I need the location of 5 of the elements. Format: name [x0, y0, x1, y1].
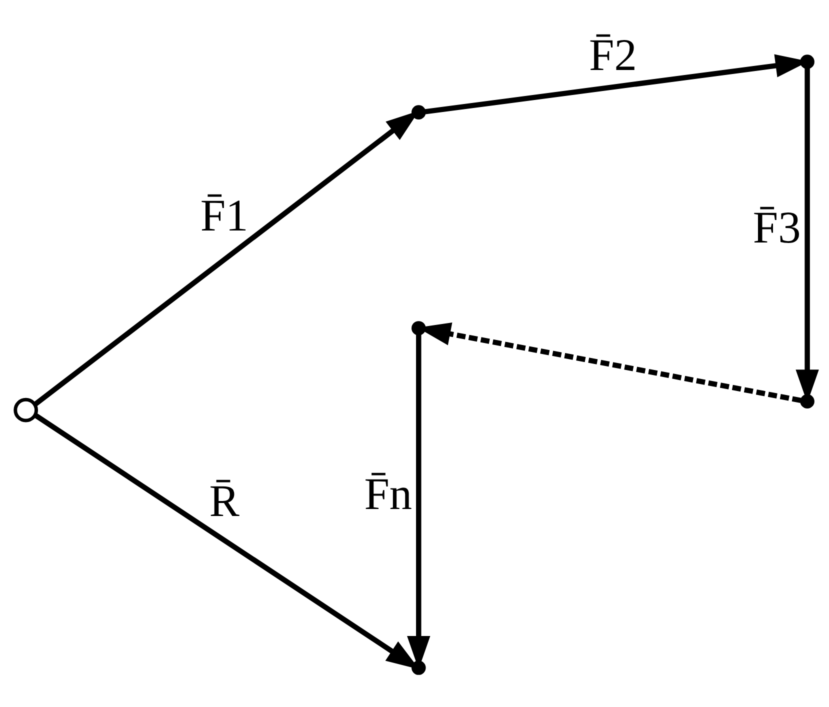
edge-label: F̄2 [589, 30, 637, 80]
edge-label: F̄n [364, 468, 412, 518]
edge-label: F̄1 [200, 190, 248, 240]
edge-label: R̄ [209, 475, 240, 526]
edge-label: F̄3 [752, 202, 801, 252]
